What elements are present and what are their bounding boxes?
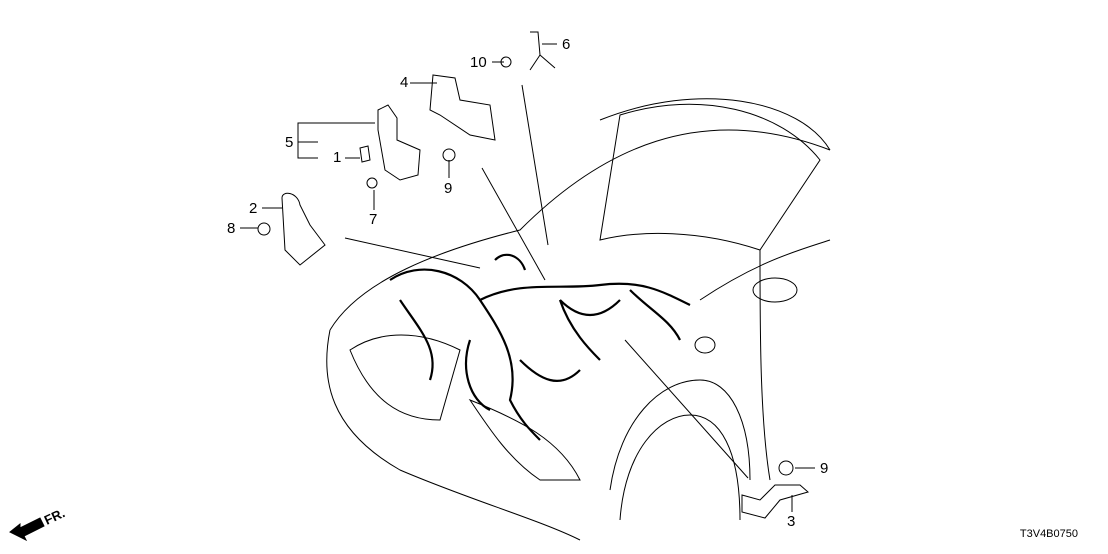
wheel — [619, 414, 741, 521]
callout-label-3[interactable]: 3 — [787, 513, 796, 530]
callout-label-5[interactable]: 5 — [285, 134, 294, 151]
callout-5-bracket — [297, 122, 318, 159]
callout-label-6[interactable]: 6 — [562, 36, 571, 53]
callout-label-4[interactable]: 4 — [400, 74, 409, 91]
callout-label-8[interactable]: 8 — [227, 220, 236, 237]
callout-label-10[interactable]: 10 — [470, 54, 487, 71]
part-7-bolt — [366, 177, 378, 189]
part-1-label — [359, 145, 371, 163]
mirror — [752, 277, 798, 303]
door-line — [759, 249, 771, 481]
part-2-bracket — [281, 192, 326, 266]
car-side — [699, 239, 831, 301]
windshield — [599, 103, 821, 251]
part-6-bracket — [529, 31, 556, 71]
grille — [349, 334, 461, 421]
leader-line — [344, 237, 481, 269]
car-hood-outline — [329, 129, 831, 331]
leader-line — [481, 167, 546, 281]
fuel-door — [694, 336, 716, 354]
callout-label-9-upper[interactable]: 9 — [444, 180, 453, 197]
headlight — [468, 398, 581, 481]
part-8-nut — [257, 222, 271, 236]
part-9-nut — [442, 148, 456, 162]
car-roofline — [599, 98, 831, 151]
part-3-harness-cover — [741, 484, 810, 519]
callout-label-1[interactable]: 1 — [333, 149, 342, 166]
front-arrow-icon — [9, 517, 45, 542]
part-10-bolt — [500, 56, 512, 68]
callout-label-7[interactable]: 7 — [369, 211, 378, 228]
leader-line — [521, 84, 549, 246]
part-5-control-unit — [377, 104, 421, 181]
callout-label-9-lower[interactable]: 9 — [820, 460, 829, 477]
car-front-bumper — [326, 329, 581, 541]
wire-harness — [389, 253, 691, 441]
part-4-bracket — [429, 74, 496, 141]
leader-line — [624, 339, 749, 479]
part-9-nut-lower — [778, 460, 794, 476]
callout-label-2[interactable]: 2 — [249, 200, 258, 217]
diagram-code: T3V4B0750 — [1019, 528, 1078, 540]
wheel-arch — [609, 379, 751, 491]
